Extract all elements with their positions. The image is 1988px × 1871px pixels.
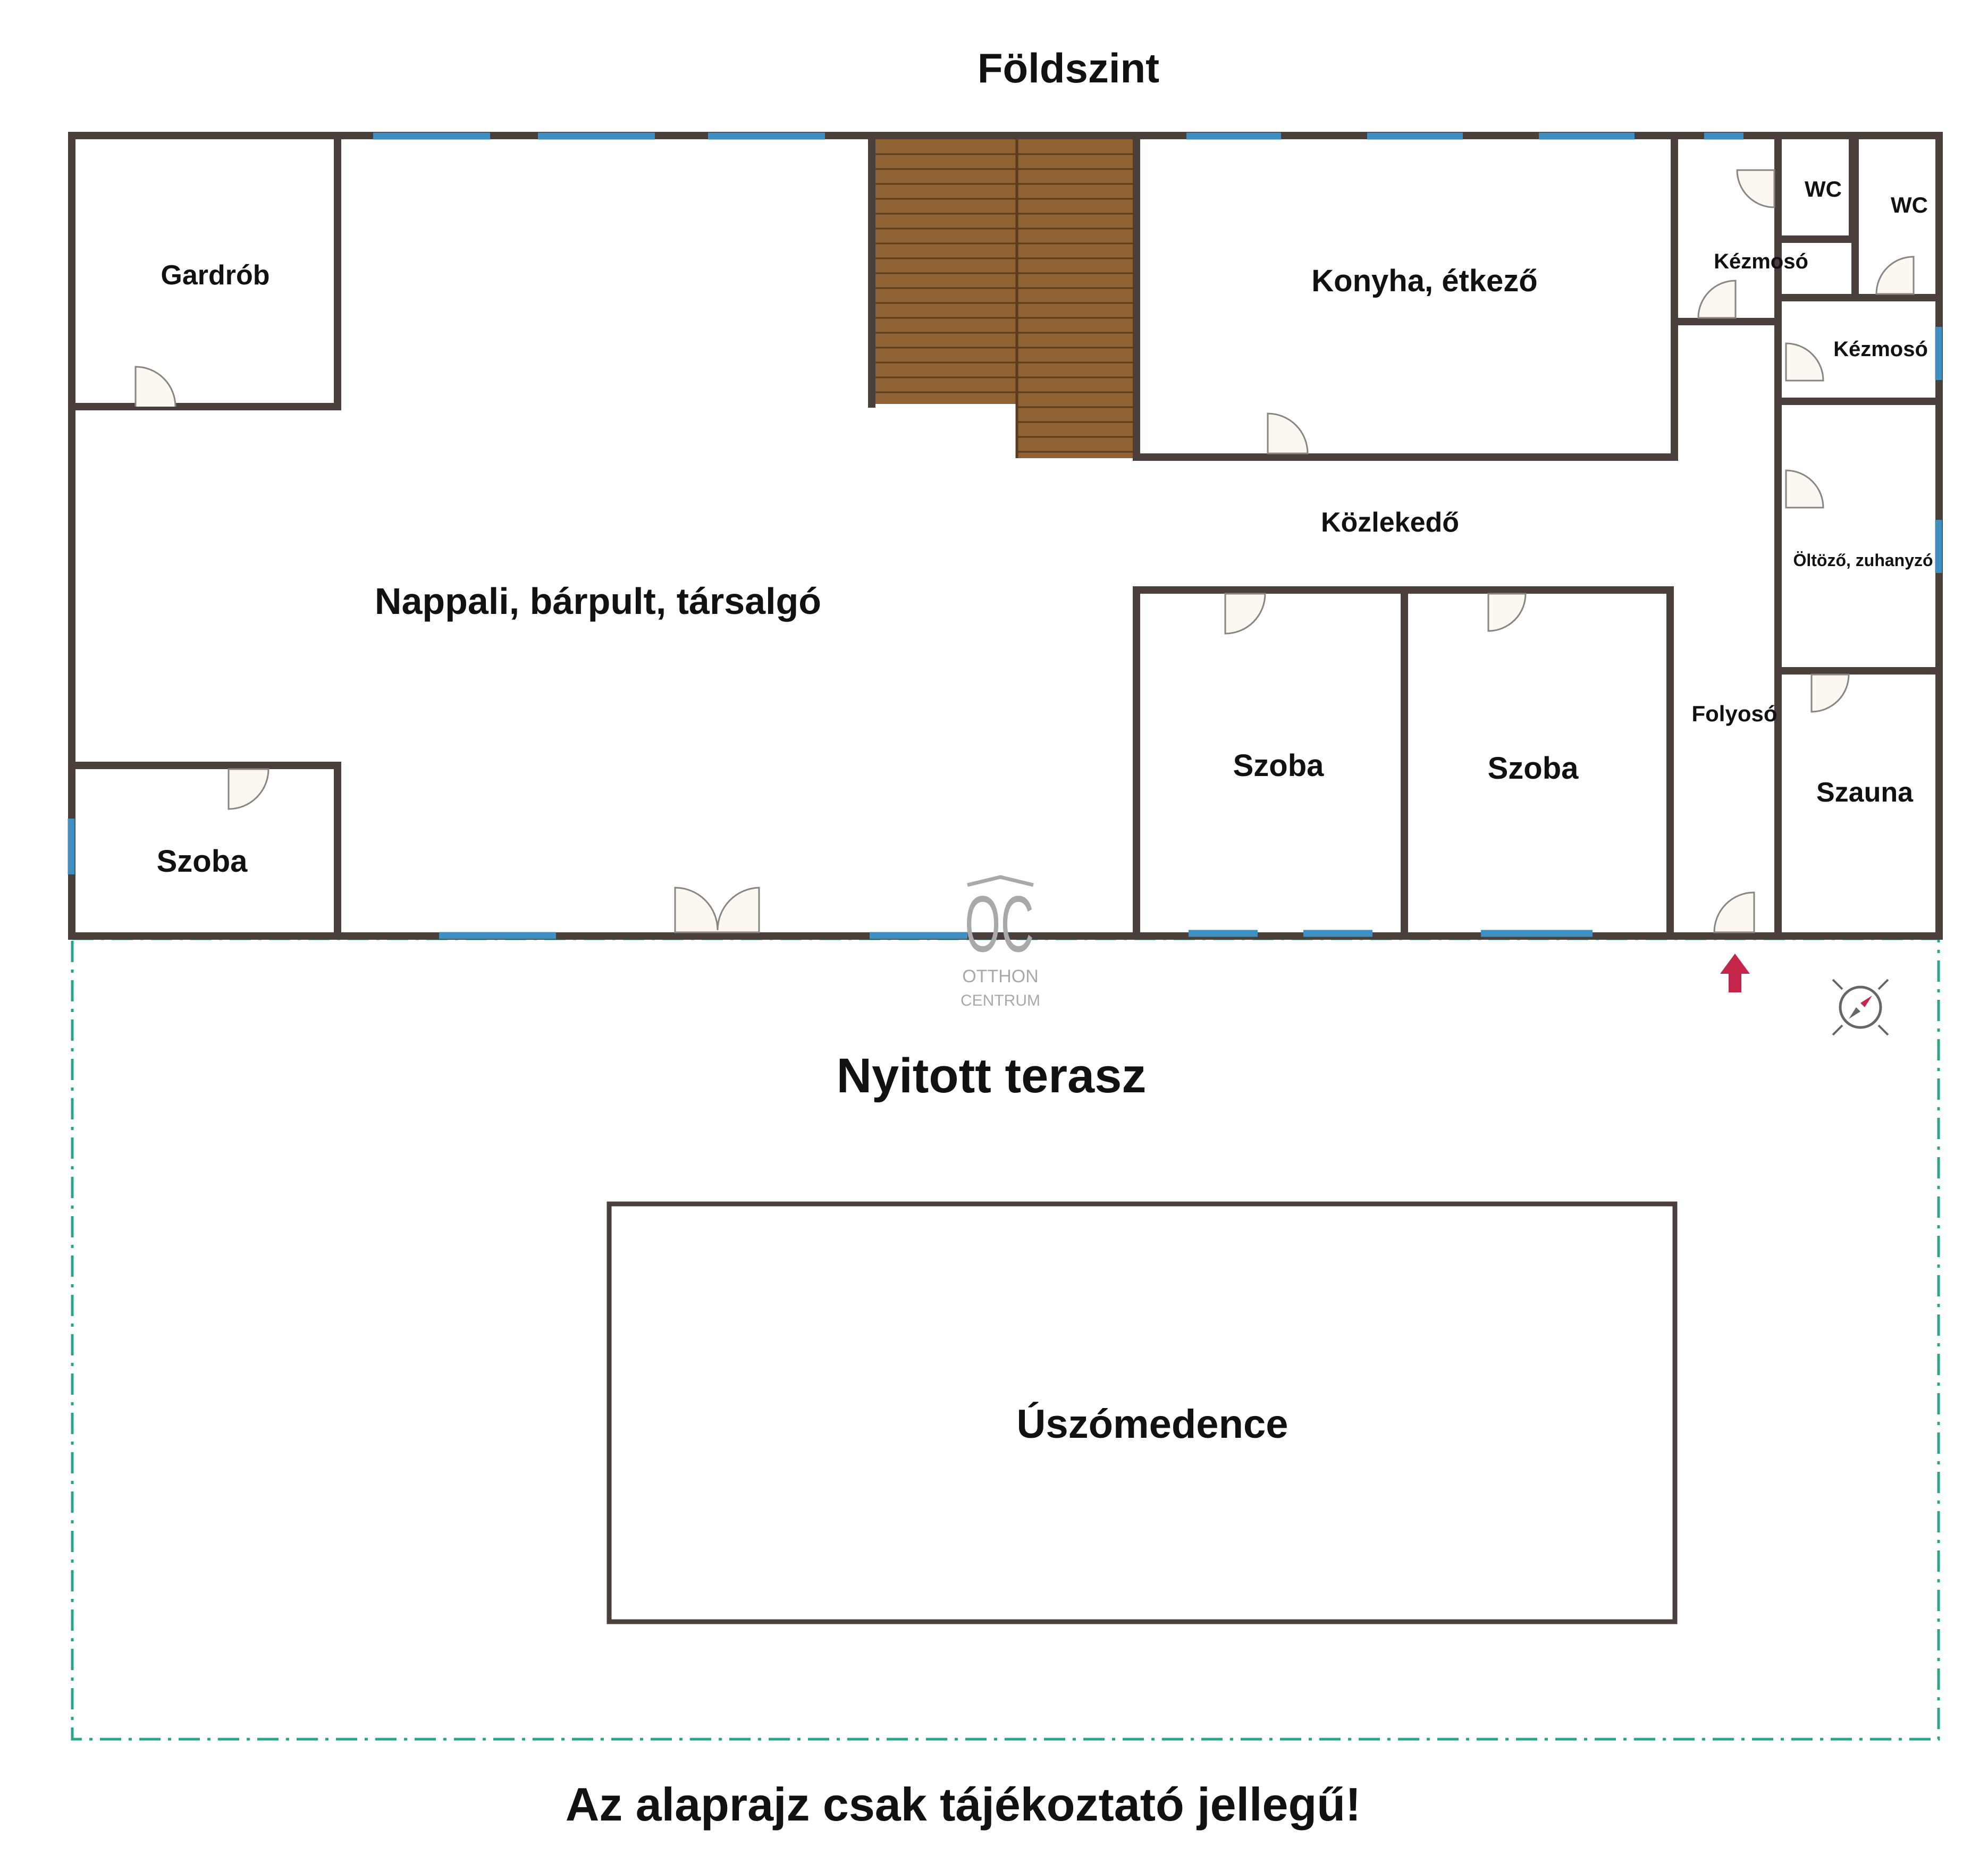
room-label-kezmoso-2: Kézmosó (1833, 338, 1928, 361)
room-label-wc-1: WC (1805, 176, 1842, 201)
page-title: Földszint (978, 45, 1159, 91)
logo-line-1: OTTHON (962, 966, 1039, 987)
room-label-kozlekedo: Közlekedő (1321, 507, 1459, 538)
compass-icon (1832, 979, 1889, 1036)
logo-line-2: CENTRUM (961, 992, 1040, 1009)
pool-label: Úszómedence (1016, 1402, 1288, 1447)
door-terrace-double (674, 887, 760, 933)
room-label-konyha: Konyha, étkező (1311, 264, 1537, 298)
door-szoba-1 (1224, 593, 1266, 635)
door-entry (1713, 891, 1755, 933)
terrace-outline (71, 937, 1940, 1741)
door-wc-2 (1875, 256, 1915, 295)
door-wc-1 (1736, 169, 1775, 208)
door-kezmoso-2 (1785, 342, 1824, 382)
logo-mark: OC (965, 879, 1034, 968)
room-label-szoba-2: Szoba (1488, 751, 1579, 786)
room-label-gardrob: Gardrób (161, 260, 269, 291)
windows (68, 132, 1942, 939)
room-label-wc-2: WC (1891, 192, 1928, 217)
room-label-kezmoso-1: Kézmosó (1714, 250, 1808, 273)
room-label-szoba-small: Szoba (157, 844, 248, 879)
staircase (872, 139, 1135, 458)
doors (134, 169, 1915, 933)
terrace-label: Nyitott terasz (837, 1049, 1147, 1103)
door-szauna (1810, 673, 1850, 713)
door-kitchen (1267, 412, 1309, 454)
room-label-folyoso: Folyosó (1691, 701, 1777, 726)
door-szoba-small (228, 768, 269, 810)
door-gardrob (134, 366, 176, 407)
door-szoba-2 (1487, 593, 1527, 632)
door-kezmoso-1 (1697, 280, 1737, 319)
entry-arrow-icon (1720, 954, 1750, 992)
otthon-centrum-logo: OC OTTHON CENTRUM (961, 875, 1040, 1009)
disclaimer: Az alaprajz csak tájékoztató jellegű! (566, 1778, 1361, 1831)
room-label-szoba-1: Szoba (1233, 748, 1325, 783)
room-label-nappali: Nappali, bárpult, társalgó (375, 580, 821, 622)
room-label-oltozo: Öltöző, zuhanyzó (1793, 551, 1933, 570)
door-oltozo (1785, 469, 1824, 509)
room-label-szauna: Szauna (1816, 777, 1914, 808)
